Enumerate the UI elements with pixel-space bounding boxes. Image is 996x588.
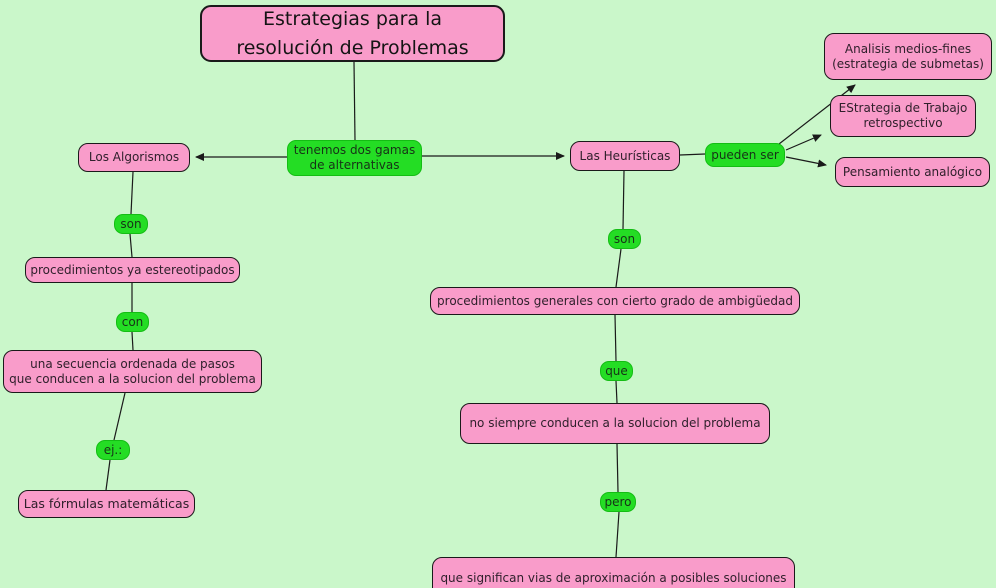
link-pueden-ser[interactable]: pueden ser — [705, 143, 785, 167]
edge-algorismos-son — [130, 171, 134, 215]
node-formulas-matematicas[interactable]: Las fórmulas matemáticas — [18, 490, 195, 518]
edge-title-gamas — [353, 61, 356, 141]
edge-pero-aproximacion — [615, 511, 620, 558]
link-son-right[interactable]: son — [608, 229, 641, 249]
node-pensamiento-analogico[interactable]: Pensamiento analógico — [835, 157, 990, 187]
node-no-siempre-conducen[interactable]: no siempre conducen a la solucion del pr… — [460, 403, 770, 444]
link-con[interactable]: con — [116, 312, 149, 332]
edge-nosiempre-pero — [616, 443, 619, 493]
edge-secuencia-ej — [113, 392, 126, 441]
edge-puedenser-estrategia — [785, 134, 822, 151]
edge-que-nosiempre — [615, 380, 618, 404]
edge-puedenser-pensamiento — [785, 156, 827, 168]
edge-heuristicas-puedenser — [679, 153, 706, 156]
node-estrategia-trabajo-retrospectivo[interactable]: EStrategia de Trabajo retrospectivo — [830, 95, 976, 137]
edge-procgenerales-que — [614, 314, 617, 362]
edge-heuristicas-son — [622, 170, 625, 230]
node-vias-aproximacion[interactable]: que significan vias de aproximación a po… — [432, 557, 795, 588]
node-las-heuristicas[interactable]: Las Heurísticas — [570, 141, 680, 171]
edge-con-secuencia — [131, 331, 134, 351]
node-analisis-medios-fines[interactable]: Analisis medios-fines (estrategia de sub… — [824, 33, 992, 80]
edge-son-procestereo — [129, 233, 133, 258]
edge-ej-formulas — [105, 459, 111, 491]
link-pero[interactable]: pero — [600, 492, 636, 512]
node-procedimientos-generales[interactable]: procedimientos generales con cierto grad… — [430, 287, 800, 315]
edge-son-procgenerales — [615, 248, 622, 288]
node-los-algorismos[interactable]: Los Algorismos — [78, 143, 190, 172]
link-son-left[interactable]: son — [114, 214, 148, 234]
node-secuencia-ordenada[interactable]: una secuencia ordenada de pasos que cond… — [3, 350, 262, 393]
link-ej[interactable]: ej.: — [96, 440, 130, 460]
link-que[interactable]: que — [600, 361, 633, 381]
link-tenemos-dos-gamas[interactable]: tenemos dos gamas de alternativas — [287, 140, 422, 176]
node-procedimientos-estereotipados[interactable]: procedimientos ya estereotipados — [25, 257, 240, 283]
node-title[interactable]: Estrategias para la resolución de Proble… — [200, 5, 505, 62]
